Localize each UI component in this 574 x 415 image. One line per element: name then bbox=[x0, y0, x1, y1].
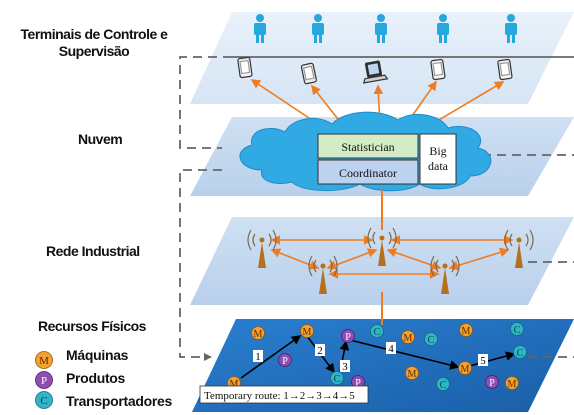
legend-symbols: M P C bbox=[35, 351, 53, 409]
resources-label: Recursos Físicos bbox=[38, 318, 146, 334]
svg-text:C: C bbox=[374, 327, 381, 338]
radio-towers bbox=[247, 227, 534, 294]
laptop-icon bbox=[362, 60, 389, 84]
terminals-label-line1: Terminais de Controle e bbox=[20, 26, 168, 42]
tower-icon bbox=[430, 255, 460, 294]
tower-icon bbox=[308, 255, 338, 294]
person-icon bbox=[437, 14, 449, 43]
big-data-label-line2: data bbox=[428, 159, 449, 173]
svg-text:C: C bbox=[428, 335, 435, 346]
machine-node: M bbox=[401, 330, 415, 344]
svg-text:P: P bbox=[355, 378, 361, 389]
route-step-4: 4 bbox=[388, 343, 394, 355]
tower-icon bbox=[504, 229, 534, 268]
person-icon bbox=[505, 14, 517, 43]
svg-text:M: M bbox=[254, 329, 263, 340]
svg-text:C: C bbox=[334, 374, 341, 385]
legend-product-icon: P bbox=[35, 371, 53, 389]
network-label: Rede Industrial bbox=[46, 243, 140, 259]
legend-transporters-label: Transportadores bbox=[66, 393, 172, 409]
transporter-node: C bbox=[436, 377, 450, 391]
person-icon bbox=[312, 14, 324, 43]
svg-text:C: C bbox=[514, 325, 521, 336]
route-step-1: 1 bbox=[255, 351, 261, 363]
person-icon bbox=[375, 14, 387, 43]
transporter-node: C bbox=[513, 345, 527, 359]
transporter-node: C bbox=[510, 322, 524, 336]
svg-text:P: P bbox=[282, 356, 288, 367]
svg-text:M: M bbox=[39, 355, 49, 367]
svg-text:M: M bbox=[303, 327, 312, 338]
route-step-labels: 1 2 3 4 5 bbox=[253, 342, 488, 373]
route-step-2: 2 bbox=[317, 345, 323, 357]
tablet-icon bbox=[430, 58, 446, 81]
machine-node: M bbox=[405, 366, 419, 380]
legend-machine-icon: M bbox=[35, 351, 53, 369]
product-node: P bbox=[485, 375, 499, 389]
svg-text:M: M bbox=[408, 369, 417, 380]
machine-node: M bbox=[459, 323, 473, 337]
machine-node: M bbox=[505, 376, 519, 390]
svg-text:M: M bbox=[404, 333, 413, 344]
product-node: P bbox=[341, 329, 355, 343]
statistician-label: Statistician bbox=[341, 140, 394, 154]
svg-text:M: M bbox=[230, 379, 239, 390]
route-step-3: 3 bbox=[342, 361, 348, 373]
statistician-box bbox=[317, 133, 419, 159]
route-step-5: 5 bbox=[480, 355, 486, 367]
terminals-label-line2: Supervisão bbox=[58, 43, 130, 59]
product-nodes: P P P P bbox=[278, 329, 499, 389]
legend-products-label: Produtos bbox=[66, 370, 126, 386]
legend-transporter-icon: C bbox=[35, 391, 53, 409]
legend-machines-label: Máquinas bbox=[66, 347, 129, 363]
transporter-nodes: C C C C C C bbox=[330, 322, 527, 391]
machine-nodes: M M M M M M M M bbox=[227, 323, 519, 390]
transporter-node: C bbox=[424, 332, 438, 346]
svg-text:C: C bbox=[40, 395, 47, 407]
transporter-node: C bbox=[330, 371, 344, 385]
big-data-box bbox=[419, 133, 457, 185]
tablet-icon bbox=[497, 58, 513, 81]
transporter-node: C bbox=[370, 324, 384, 338]
phone-icon bbox=[300, 62, 317, 85]
product-node: P bbox=[278, 353, 292, 367]
svg-text:C: C bbox=[440, 380, 447, 391]
terminals-label: Terminais de Controle e Supervisão bbox=[8, 26, 180, 60]
svg-text:M: M bbox=[461, 364, 470, 375]
tower-icon bbox=[367, 227, 397, 266]
connector-arrowhead bbox=[204, 353, 212, 361]
big-data-label-line1: Big bbox=[429, 144, 446, 158]
terminal-devices bbox=[237, 56, 513, 85]
network-links bbox=[270, 235, 514, 279]
svg-text:M: M bbox=[508, 379, 517, 390]
machine-node: M bbox=[251, 326, 265, 340]
person-icon bbox=[254, 14, 266, 43]
svg-text:P: P bbox=[345, 332, 351, 343]
left-dashed-connectors bbox=[179, 56, 232, 358]
operator-icons bbox=[254, 14, 517, 43]
svg-text:M: M bbox=[462, 326, 471, 337]
machine-node: M bbox=[458, 361, 472, 375]
coordinator-label: Coordinator bbox=[339, 166, 397, 180]
coordinator-box bbox=[317, 159, 419, 185]
route-caption: Temporary route: 1→2→3→4→5 bbox=[204, 390, 355, 402]
tablet-icon bbox=[237, 56, 253, 79]
tower-icon bbox=[247, 229, 277, 268]
svg-text:C: C bbox=[517, 348, 524, 359]
svg-text:P: P bbox=[41, 375, 47, 387]
cloud-label: Nuvem bbox=[78, 131, 123, 147]
route-caption-box bbox=[199, 385, 369, 404]
svg-text:P: P bbox=[489, 378, 495, 389]
machine-node: M bbox=[300, 324, 314, 338]
